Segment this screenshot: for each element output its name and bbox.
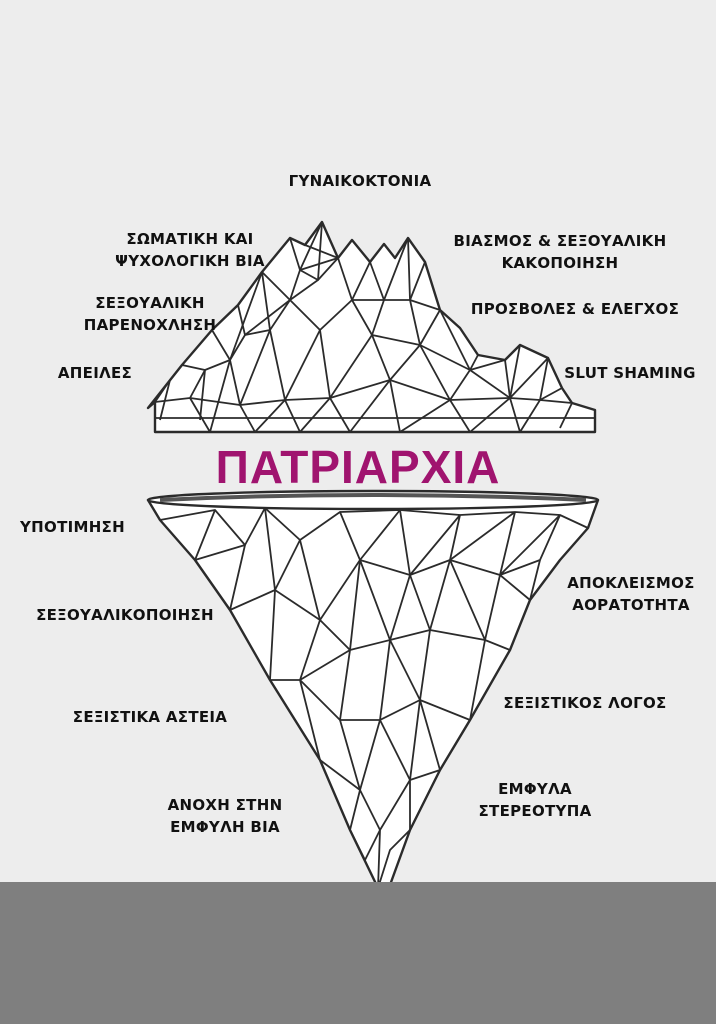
visible-label-right-3: SLUT SHAMING [564,364,696,382]
visible-label-right-1: ΒΙΑΣΜΟΣ & ΣΕΞΟΥΑΛΙΚΗ ΚΑΚΟΠΟΙΗΣΗ [453,232,667,272]
visible-label-left-3: ΑΠΕΙΛΕΣ [57,364,133,382]
water-band [0,882,716,1024]
hidden-label-right-1: ΑΠΟΚΛΕΙΣΜΟΣ ΑΟΡΑΤΟΤΗΤΑ [567,574,695,614]
hidden-label-left-4: ΑΝΟΧΗ ΣΤΗΝ ΕΜΦΥΛΗ ΒΙΑ [167,796,283,836]
iceberg-tip-illustration [146,220,597,434]
visible-label-left-2: ΣΕΞΟΥΑΛΙΚΗ ΠΑΡΕΝΟΧΛΗΣΗ [83,294,217,334]
hidden-label-left-1: ΥΠΟΤΙΜΗΣΗ [20,518,125,536]
page-title: ΠΑΤΡΙΑΡΧΙΑ [215,441,501,493]
hidden-label-right-2: ΣΕΞΙΣΤΙΚΟΣ ΛΟΓΟΣ [503,694,667,712]
hidden-label-left-3: ΣΕΞΙΣΤΙΚΑ ΑΣΤΕΙΑ [72,708,228,726]
visible-label-left-1: ΣΩΜΑΤΙΚΗ ΚΑΙ ΨΥΧΟΛΟΓΙΚΗ ΒΙΑ [115,230,265,270]
iceberg-underwater-illustration [146,489,600,890]
peak-label: ΓΥΝΑΙΚΟΚΤΟΝΙΑ [288,172,432,190]
hidden-label-right-3: ΕΜΦΥΛΑ ΣΤΕΡΕΟΤΥΠΑ [478,780,592,820]
hidden-label-left-2: ΣΕΞΟΥΑΛΙΚΟΠΟΙΗΣΗ [36,606,214,624]
visible-label-right-2: ΠΡΟΣΒΟΛΕΣ & ΕΛΕΓΧΟΣ [470,300,680,318]
